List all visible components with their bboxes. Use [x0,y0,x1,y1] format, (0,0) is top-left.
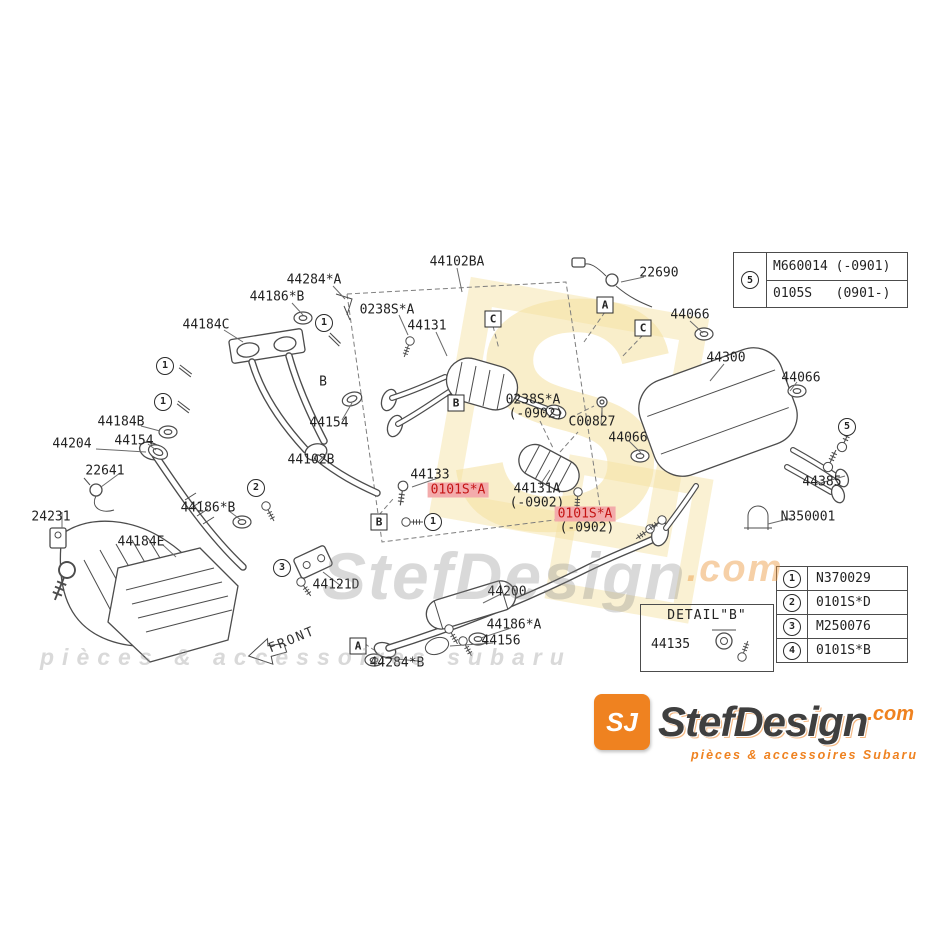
o2-sensor-22690 [571,257,653,308]
part-code-0101sb: 0101S*B [816,643,871,658]
circled-ref-4: 4 [783,641,801,660]
part-code-0101sd: 0101S*D [816,595,871,610]
circled-ref-1: 1 [156,357,174,375]
legend-top-row-1: M660014 (-0901) [767,253,907,280]
part-label-44131a: 44131A [513,481,561,497]
logo-tagline: pièces & accessoires Subaru [690,748,918,762]
logo-name: StefDesign [658,698,868,745]
part-label-0238sa: 0238S*A [505,392,561,408]
circled-ref-1: 1 [424,513,442,531]
legend-row-2: 2 0101S*D [777,590,907,614]
boxed-marker-c: C [484,310,502,328]
part-label-c00827: C00827 [568,414,616,430]
circled-ref-2: 2 [247,479,265,497]
tailpipe-trim-44385 [834,468,850,488]
part-label-0101sa[interactable]: 0101S*A [427,482,489,498]
detail-b-box: DETAIL"B" 44135 [640,604,774,672]
part-label-44284a: 44284*A [286,272,342,288]
circled-ref-3: 3 [273,559,291,577]
part-label-n350001: N350001 [780,509,836,525]
legend-row-3: 3 M250076 [777,614,907,638]
legend-top-row-2-code: 0105S (0901-) [773,286,891,302]
leader-lines [61,267,846,662]
part-label-44135: 44135 [651,637,691,652]
circled-ref-1: 1 [783,569,801,588]
rear-muffler-44300 [638,347,850,504]
circled-ref-1: 1 [154,393,172,411]
clamp-44156 [424,636,450,656]
part-label-44154: 44154 [309,415,349,431]
part-label-44300: 44300 [706,350,746,366]
legend-table-right: 1 N370029 2 0101S*D 3 M250076 4 0101S*B [776,566,908,663]
stefdesign-logo[interactable]: SJ StefDesign.com pièces & accessoires S… [594,694,924,762]
part-label-44184b: 44184B [97,414,145,430]
logo-monogram: SJ [594,694,650,750]
boxed-marker-a: A [596,296,614,314]
legend-table-top: 5 M660014 (-0901) 0105S (0901-) [733,252,908,308]
boxed-marker-a: A [349,637,367,655]
part-label-44066: 44066 [608,430,648,446]
part-label-22690: 22690 [639,265,679,281]
legend-top-ref-cell: 5 [734,253,767,307]
part-label-0101sa[interactable]: 0101S*A [554,506,616,522]
heat-shield-44184e [107,547,239,663]
part-label-44184e: 44184E [117,534,165,550]
part-label-44284b: 44284*B [369,655,425,671]
circled-ref-3: 3 [783,617,801,636]
part-label-44184c: 44184C [182,317,230,333]
logo-com: .com [867,703,915,725]
part-label-44186b: 44186*B [180,500,236,516]
clamp-n350001 [744,505,772,530]
circled-ref-5: 5 [838,418,856,436]
tailpipe-trim-44385-b [830,484,846,504]
boxed-marker-c: C [634,319,652,337]
detail-b-title: DETAIL"B" [667,608,747,623]
boxed-marker-b: B [447,394,465,412]
hanger-bracket-44135 [712,629,736,650]
part-code-m250076: M250076 [816,619,871,634]
part-label-44186a: 44186*A [486,617,542,633]
part-label-44066: 44066 [781,370,821,386]
part-label-44200: 44200 [487,584,527,600]
part-label-44204: 44204 [52,436,92,452]
part-label-44133: 44133 [410,467,450,483]
bracket-24231 [49,527,67,549]
part-label-0902: (-0902) [559,520,615,536]
circled-ref-2: 2 [783,593,801,612]
part-label-44154: 44154 [114,433,154,449]
ref-b: B [319,374,327,390]
legend-top-row-1-code: M660014 (-0901) [773,258,891,274]
part-label-24231: 24231 [31,509,71,525]
logo-text: StefDesign.com [658,698,914,746]
o2-sensor-22641 [83,477,115,512]
legend-row-4: 4 0101S*B [777,638,907,662]
part-label-44121d: 44121D [312,577,360,593]
part-label-44102b: 44102B [287,452,335,468]
part-label-22641: 22641 [85,463,125,479]
assembly-dashed-box [346,281,602,543]
front-direction-arrow [247,637,288,665]
middle-exhaust-pipe-44200 [373,521,669,659]
legend-row-1: 1 N370029 [777,567,907,590]
boxed-marker-b: B [370,513,388,531]
legend-top-row-2: 0105S (0901-) [767,279,907,308]
part-label-44102ba: 44102BA [429,254,485,270]
part-label-44066: 44066 [670,307,710,323]
part-code-n370029: N370029 [816,571,871,586]
circled-ref-1: 1 [315,314,333,332]
part-label-44131: 44131 [407,318,447,334]
part-label-0902: (-0902) [508,406,564,422]
part-label-0902: (-0902) [509,495,565,511]
part-label-0238sa: 0238S*A [359,302,415,318]
bracket-44121d [293,545,333,579]
part-label-44186b: 44186*B [249,289,305,305]
part-label-44385: 44385 [802,474,842,490]
circled-ref-5: 5 [741,271,759,289]
part-label-44156: 44156 [481,633,521,649]
